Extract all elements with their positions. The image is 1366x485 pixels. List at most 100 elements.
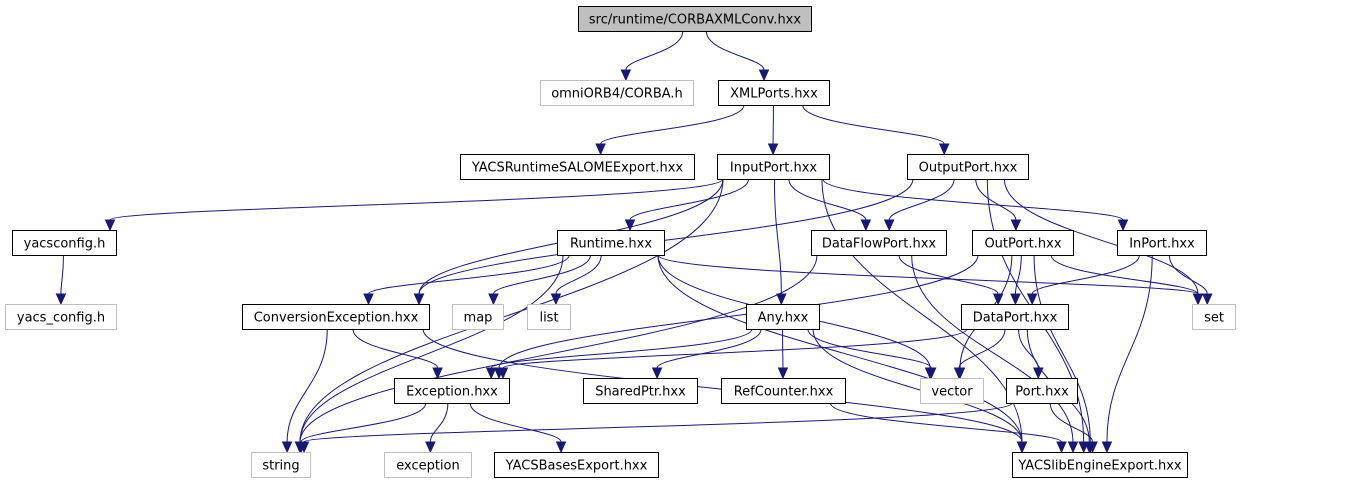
arrowhead-icon	[1087, 441, 1098, 454]
node-label: SharedPtr.hxx	[595, 385, 686, 400]
edge-line	[600, 104, 745, 145]
edge-yacsconfig-to-yacs_config	[55, 254, 67, 306]
arrowhead-icon	[1010, 219, 1022, 232]
node-yacs_config: yacs_config.h	[5, 304, 117, 330]
edge-line	[625, 30, 684, 71]
edge-line	[975, 178, 1017, 221]
node-set: set	[1192, 304, 1236, 330]
arrowhead-icon	[925, 367, 937, 380]
arrowhead-icon	[1067, 441, 1079, 454]
edge-line	[898, 254, 999, 295]
node-inport[interactable]: InPort.hxx	[1117, 230, 1207, 256]
arrowhead-icon	[413, 293, 425, 306]
edge-line	[498, 254, 979, 369]
arrowhead-icon	[1016, 441, 1028, 454]
edge-line	[299, 254, 564, 443]
node-box	[746, 304, 820, 330]
node-conversionexc[interactable]: ConversionException.hxx	[242, 304, 430, 330]
node-box	[907, 154, 1029, 180]
edge-line	[492, 254, 592, 295]
node-label: YACSlibEngineExport.hxx	[1017, 459, 1182, 474]
node-yacsbases[interactable]: YACSBasesExport.hxx	[494, 452, 659, 478]
edge-line	[286, 328, 328, 443]
edge-line	[958, 328, 1006, 369]
edge-line	[555, 254, 602, 295]
node-refcounter[interactable]: RefCounter.hxx	[721, 378, 846, 404]
edge-inputport-to-runtime	[624, 178, 750, 232]
edge-exception_hxx-to-exception	[425, 402, 449, 454]
node-label: string	[262, 459, 299, 474]
node-box	[1192, 304, 1236, 330]
arrowhead-icon	[281, 441, 293, 454]
arrowhead-icon	[938, 143, 950, 156]
edge-line	[1106, 254, 1153, 443]
node-outport[interactable]: OutPort.hxx	[972, 230, 1074, 256]
edge-inport-to-yacslibengine	[1101, 254, 1153, 454]
edge-line	[502, 328, 968, 369]
node-dataport[interactable]: DataPort.hxx	[961, 304, 1069, 330]
arrowhead-icon	[758, 69, 770, 82]
edge-conversionexc-to-exception_hxx	[352, 328, 443, 380]
edge-line	[490, 328, 753, 369]
node-label: OutPort.hxx	[984, 237, 1061, 252]
edge-dataflowport-to-yacslibengine	[911, 254, 1079, 454]
node-box	[251, 452, 311, 478]
edge-line	[109, 178, 724, 221]
edge-line	[812, 328, 1023, 443]
node-runtime[interactable]: Runtime.hxx	[557, 230, 665, 256]
node-box	[578, 6, 812, 32]
edge-xmlports-to-yacsruntime	[595, 104, 745, 156]
node-xmlports[interactable]: XMLPorts.hxx	[718, 80, 830, 106]
node-label: yacsconfig.h	[24, 237, 106, 252]
arrowhead-icon	[953, 367, 965, 380]
arrowhead-icon	[488, 293, 499, 306]
node-label: YACSBasesExport.hxx	[505, 459, 648, 474]
node-dataflowport[interactable]: DataFlowPort.hxx	[811, 230, 947, 256]
edge-conversionexc-to-string	[281, 328, 328, 454]
node-exception_hxx[interactable]: Exception.hxx	[394, 378, 510, 404]
arrowhead-icon	[624, 219, 636, 232]
edge-line	[1003, 178, 1199, 295]
edge-line	[888, 178, 955, 221]
node-inputport[interactable]: InputPort.hxx	[717, 154, 830, 180]
edge-line	[303, 402, 1013, 443]
edge-inputport-to-inport	[822, 178, 1129, 232]
node-label: set	[1204, 311, 1224, 326]
edge-line	[829, 402, 1063, 443]
edge-dataflowport-to-string	[294, 254, 818, 454]
edge-line	[911, 254, 1074, 443]
edge-runtime-to-conversionexc	[363, 254, 570, 306]
node-box	[460, 154, 695, 180]
edge-line	[469, 402, 562, 443]
edge-inputport-to-dataflowport	[788, 178, 872, 232]
node-box	[540, 80, 694, 106]
node-box	[384, 452, 472, 478]
node-root[interactable]: src/runtime/CORBAXMLConv.hxx	[578, 6, 812, 32]
node-yacsruntime[interactable]: YACSRuntimeSALOMEExport.hxx	[460, 154, 695, 180]
node-yacsconfig[interactable]: yacsconfig.h	[12, 230, 117, 256]
edge-line	[429, 402, 449, 443]
arrowhead-icon	[425, 441, 436, 454]
node-label: XMLPorts.hxx	[730, 87, 818, 102]
node-yacslibengine[interactable]: YACSlibEngineExport.hxx	[1012, 452, 1188, 478]
node-sharedptr[interactable]: SharedPtr.hxx	[583, 378, 698, 404]
node-label: exception	[396, 459, 460, 474]
edge-line	[657, 254, 1199, 295]
node-outputport[interactable]: OutputPort.hxx	[907, 154, 1029, 180]
arrowhead-icon	[860, 219, 872, 232]
node-label: DataFlowPort.hxx	[822, 237, 937, 252]
node-label: Port.hxx	[1015, 385, 1069, 400]
edge-root-to-omniorb	[620, 30, 684, 82]
node-label: Exception.hxx	[406, 385, 498, 400]
node-box	[242, 304, 430, 330]
edge-outputport-to-outport	[975, 178, 1022, 232]
node-label: OutputPort.hxx	[919, 161, 1018, 176]
arrowhead-icon	[1026, 293, 1038, 306]
edge-port-to-yacslibengine	[1049, 402, 1098, 454]
edge-xmlports-to-inputport	[767, 104, 779, 156]
node-vector: vector	[920, 378, 984, 404]
node-port[interactable]: Port.hxx	[1006, 378, 1078, 404]
node-any[interactable]: Any.hxx	[746, 304, 820, 330]
node-label: InPort.hxx	[1129, 237, 1195, 252]
